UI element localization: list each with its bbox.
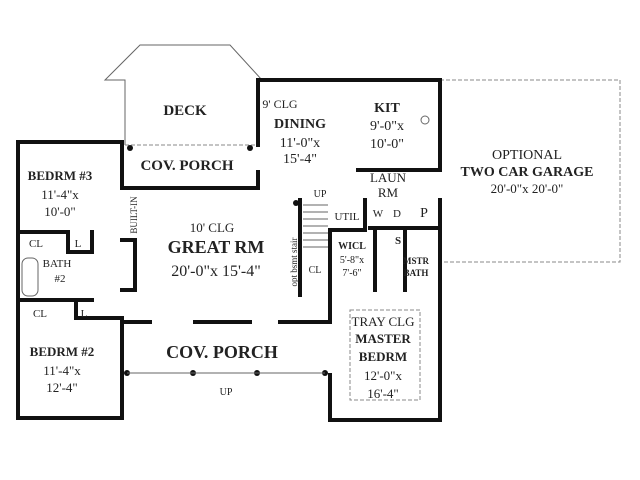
bath2-linen-label: L xyxy=(81,308,88,320)
laundry-label-1: LAUN xyxy=(370,170,407,185)
built-in-label: BUILT-IN xyxy=(129,196,139,234)
master-dim2: 16'-4" xyxy=(367,386,398,401)
bedroom2-label: BEDRM #2 xyxy=(30,344,95,359)
master-bath-label-2: BATH xyxy=(404,268,429,278)
deck-label: DECK xyxy=(163,103,207,119)
bedroom2-dim1: 11'-4"x xyxy=(43,363,81,378)
bath2-label-2: #2 xyxy=(55,273,66,285)
bedroom2-dim2: 12'-4" xyxy=(46,380,77,395)
great-room-dim: 20'-0"x 15'-4" xyxy=(171,263,260,280)
rear-porch-label: COV. PORCH xyxy=(140,158,233,174)
stair-treads xyxy=(303,204,328,248)
great-room-label: GREAT RM xyxy=(168,237,265,257)
kitchen-label: KIT xyxy=(374,101,400,116)
bathtub xyxy=(21,257,39,297)
deck xyxy=(103,44,264,146)
master-label-2: BEDRM xyxy=(359,349,407,364)
garage-optional: OPTIONAL xyxy=(492,148,562,163)
garage-dim: 20'-0"x 20'-0" xyxy=(491,181,564,196)
master-label-1: MASTER xyxy=(355,331,411,346)
dining-label: DINING xyxy=(274,117,326,132)
garage-outline xyxy=(440,79,621,263)
pantry-label: P xyxy=(420,206,428,221)
bedroom3-linen-label: L xyxy=(75,238,82,250)
range-burners xyxy=(420,115,430,125)
bath2-label-1: BATH xyxy=(43,258,72,270)
dining-ceiling: 9' CLG xyxy=(262,97,297,111)
wicl-dim1: 5'-8"x xyxy=(340,255,364,266)
bath2-closet-label: CL xyxy=(33,308,47,320)
bedroom3-closet-label: CL xyxy=(29,238,43,250)
stair-up-label: UP xyxy=(314,189,327,200)
stair-label: opt bsmt stair xyxy=(289,237,299,286)
master-ceiling: TRAY CLG xyxy=(352,314,415,329)
wicl-label: WICL xyxy=(338,241,366,252)
kitchen-dim2: 10'-0" xyxy=(370,137,404,152)
walls xyxy=(16,78,442,422)
kitchen-dim1: 9'-0"x xyxy=(370,119,404,134)
master-tray-ceiling xyxy=(349,309,421,401)
util-label: UTIL xyxy=(334,211,359,223)
bedroom3-dim1: 11'-4"x xyxy=(41,187,79,202)
great-room-ceiling: 10' CLG xyxy=(190,220,235,235)
stair-closet-label: CL xyxy=(309,265,322,276)
front-porch-up-label: UP xyxy=(220,387,233,398)
master-dim1: 12'-0"x xyxy=(364,368,402,383)
dining-dim1: 11'-0"x xyxy=(280,136,320,151)
front-porch-label: COV. PORCH xyxy=(166,342,278,362)
wicl-dim2: 7'-6" xyxy=(342,268,361,279)
master-bath-label-1: MSTR xyxy=(403,256,430,266)
washer-label: W xyxy=(373,208,384,220)
porch-posts xyxy=(124,145,328,376)
dining-dim2: 15'-4" xyxy=(283,152,317,167)
bedroom3-label: BEDRM #3 xyxy=(28,168,93,183)
laundry-label-2: RM xyxy=(378,185,399,200)
garage-label: TWO CAR GARAGE xyxy=(460,165,593,180)
shower-label: S xyxy=(395,235,401,247)
dryer-label: D xyxy=(393,208,401,220)
bedroom3-dim2: 10'-0" xyxy=(44,204,75,219)
